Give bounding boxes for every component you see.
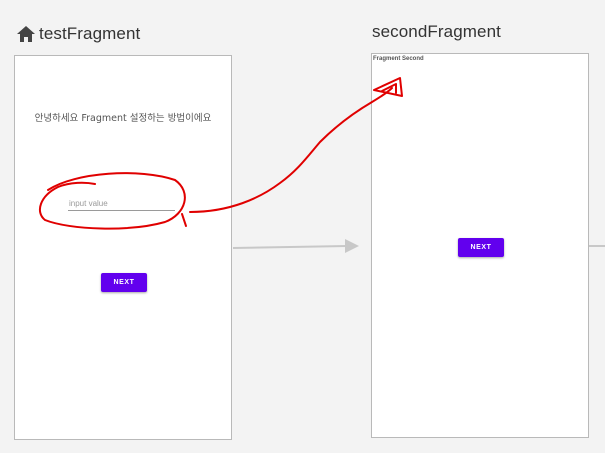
dest-title-second-fragment[interactable]: secondFragment bbox=[372, 22, 501, 41]
fragment-second-label: Fragment Second bbox=[373, 56, 424, 62]
input-value-field-wrap bbox=[68, 191, 175, 211]
destination-second-fragment[interactable]: Fragment Second NEXT bbox=[371, 53, 589, 438]
action-arrow[interactable] bbox=[232, 239, 359, 253]
destination-test-fragment[interactable]: 안녕하세요 Fragment 설정하는 방법이에요 NEXT bbox=[14, 55, 232, 440]
dest-title-label: testFragment bbox=[39, 24, 141, 43]
next-button[interactable]: NEXT bbox=[101, 273, 147, 292]
dest-title-test-fragment[interactable]: testFragment bbox=[16, 24, 140, 44]
input-value-field[interactable] bbox=[68, 199, 175, 211]
greeting-text: 안녕하세요 Fragment 설정하는 방법이에요 bbox=[34, 113, 212, 124]
home-icon bbox=[17, 26, 35, 42]
next-button-second[interactable]: NEXT bbox=[458, 238, 504, 257]
